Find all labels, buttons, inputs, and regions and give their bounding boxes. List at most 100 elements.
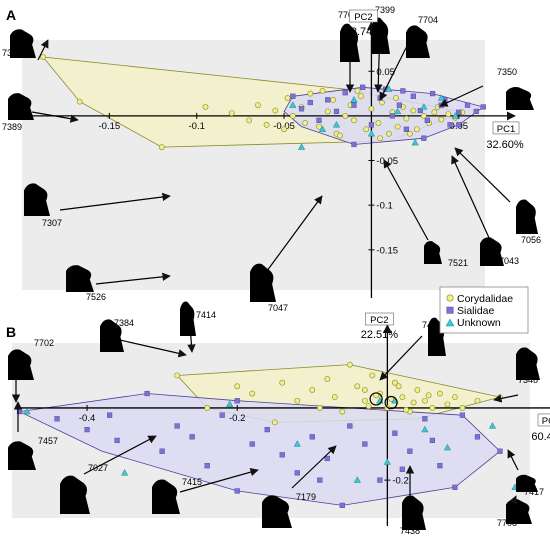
x-axis-variance: 60.43%	[531, 431, 550, 443]
point-sialidae	[144, 390, 150, 397]
point-corydalidae	[202, 104, 209, 110]
point-corydalidae	[421, 397, 428, 404]
point-unknown	[443, 443, 452, 451]
point-corydalidae	[339, 408, 346, 415]
point-corydalidae	[316, 123, 322, 130]
point-sialidae	[317, 477, 323, 483]
point-unknown	[332, 120, 341, 128]
specimen-silhouette	[180, 301, 196, 336]
point-corydalidae	[445, 111, 452, 118]
specimen-silhouette	[262, 495, 292, 528]
point-unknown	[420, 103, 428, 110]
specimen-callout-7399: 7399	[372, 5, 395, 93]
point-corydalidae	[271, 419, 278, 426]
point-sialidae	[298, 106, 305, 112]
point-corydalidae	[429, 405, 436, 411]
point-sialidae	[389, 113, 396, 119]
point-corydalidae	[392, 95, 399, 101]
specimen-silhouette	[152, 479, 180, 514]
point-sialidae	[421, 135, 427, 141]
specimen-label: 7350	[497, 67, 517, 77]
point-corydalidae	[386, 130, 392, 137]
specimen-label: 7708	[497, 518, 517, 528]
point-sialidae	[400, 88, 406, 94]
point-sialidae	[84, 426, 90, 433]
specimen-label: 7702	[34, 338, 54, 348]
point-corydalidae	[361, 397, 368, 404]
callout-arrow	[439, 85, 484, 107]
point-sialidae	[456, 109, 462, 115]
point-sialidae	[396, 102, 402, 108]
point-corydalidae	[246, 117, 253, 124]
point-sialidae	[342, 90, 348, 96]
point-corydalidae	[410, 399, 417, 406]
point-sialidae	[279, 452, 285, 458]
point-corydalidae	[249, 390, 256, 397]
specimen-silhouette	[516, 347, 540, 380]
callout-arrow	[509, 495, 517, 511]
callout-arrow	[179, 468, 259, 493]
panel-a: A -0.15-0.1-0.050.050.05-0.05-0.1-0.15 7…	[2, 5, 541, 313]
point-corydalidae	[351, 117, 357, 124]
point-corydalidae	[331, 394, 338, 401]
point-corydalidae	[452, 394, 458, 401]
point-corydalidae	[365, 403, 372, 410]
point-corydalidae	[319, 87, 326, 94]
callout-arrow	[263, 195, 323, 276]
y-tick-label: 0.05	[376, 67, 395, 78]
y-axis-title-box	[349, 9, 378, 23]
callout-arrow	[119, 339, 187, 358]
legend-box	[439, 286, 529, 334]
specimen-label: 7417	[524, 487, 544, 497]
point-corydalidae	[414, 387, 421, 393]
x-axis-title: PC1	[542, 416, 550, 427]
point-corydalidae	[40, 54, 46, 60]
legend-item-sialidae: Sialidae	[446, 305, 495, 317]
panel-b-points	[16, 361, 519, 508]
point-corydalidae	[377, 135, 384, 142]
point-corydalidae	[254, 102, 261, 109]
specimen-callout-7414: 7414	[180, 301, 216, 353]
point-corydalidae	[403, 115, 410, 122]
point-sialidae	[351, 102, 357, 108]
point-sialidae	[333, 108, 340, 115]
legend-marker-square	[446, 306, 454, 314]
callout-arrow	[379, 39, 411, 101]
point-sialidae	[234, 398, 240, 404]
point-unknown	[23, 407, 31, 415]
point-sialidae	[264, 426, 270, 433]
point-sialidae	[456, 122, 462, 128]
specimen-callout-7521: 7521	[383, 159, 468, 268]
point-sialidae	[339, 502, 345, 508]
point-unknown	[411, 138, 419, 146]
highlight-ring	[369, 392, 383, 406]
specimen-silhouette	[480, 237, 504, 266]
point-unknown	[293, 440, 301, 447]
x-tick-label: -0.2	[229, 413, 245, 424]
point-sialidae	[480, 104, 486, 110]
x-tick-label: -0.4	[79, 413, 95, 424]
callout-arrow	[95, 272, 171, 285]
point-corydalidae	[294, 397, 301, 404]
specimen-callout-7027: 7027	[60, 435, 157, 514]
legend-label-unknown: Unknown	[457, 317, 501, 329]
y-axis-title-box	[365, 312, 394, 326]
specimen-callout-7457: 7457	[8, 401, 58, 470]
specimen-callout-7179: 7179	[262, 445, 337, 528]
specimen-label: 7027	[88, 463, 108, 473]
x-axis-title-box	[492, 121, 520, 135]
callout-arrow	[383, 159, 429, 241]
point-sialidae	[219, 412, 225, 418]
specimen-callout-7043: 7043	[451, 155, 519, 266]
point-sialidae	[360, 84, 366, 90]
specimen-callout-7346: 7346	[493, 347, 540, 403]
point-corydalidae	[399, 394, 406, 401]
specimen-callout-7708: 7708	[497, 495, 532, 528]
point-sialidae	[106, 412, 113, 418]
point-corydalidae	[391, 379, 398, 386]
point-sialidae	[174, 423, 180, 429]
y-tick-label: -0.1	[376, 201, 392, 212]
point-corydalidae	[394, 123, 401, 130]
point-unknown	[297, 143, 306, 150]
point-unknown	[353, 476, 361, 483]
